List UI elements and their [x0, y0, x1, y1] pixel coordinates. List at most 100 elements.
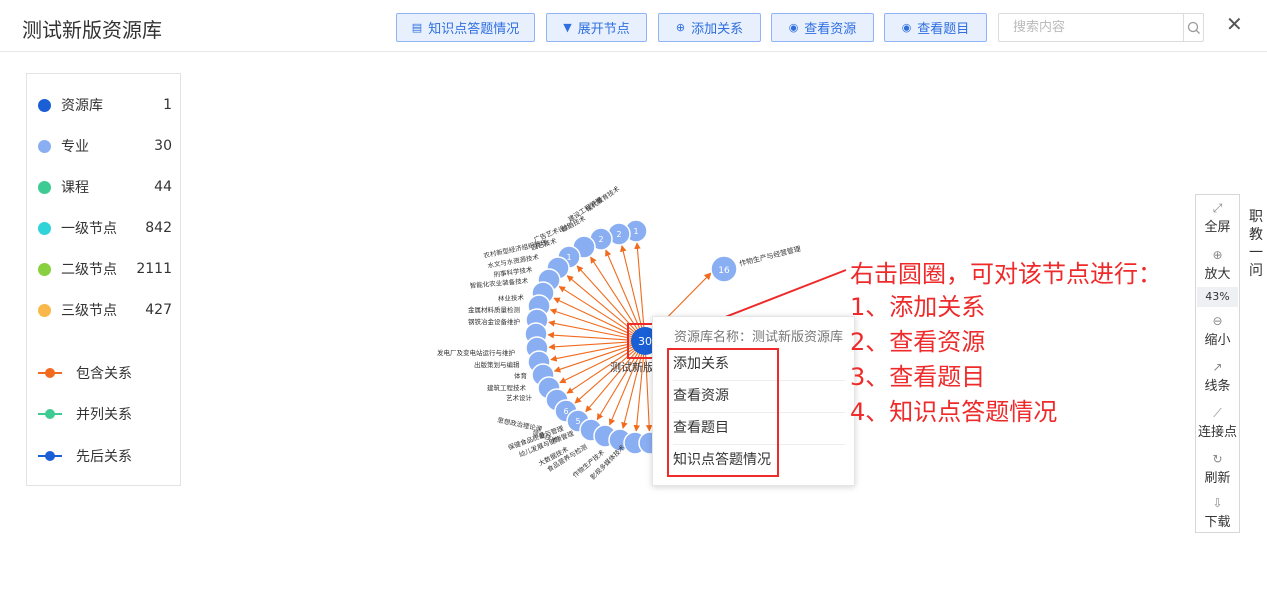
refresh-label: 刷新	[1204, 471, 1231, 486]
zoom-in-label: 放大	[1204, 267, 1231, 282]
page-title: 测试新版资源库	[22, 18, 162, 42]
legend-label: 课程	[61, 180, 89, 196]
graph-toolbox: ⤢ 全屏 ⊕ 放大 43% ⊖ 缩小 ↗ 线条 ⟋ 连接点 ↻ 刷新 ⇩ 下载	[1195, 194, 1240, 533]
major-node-count: 2	[598, 235, 603, 244]
major-node-count: 1	[633, 227, 638, 236]
expand-node-label: 展开节点	[577, 22, 630, 37]
outlier-node[interactable]	[710, 255, 738, 283]
outlier-label: 作物生产与经营管理	[738, 244, 801, 268]
legend-item-contain[interactable]: 包含关系	[27, 361, 182, 385]
legend-item-major[interactable]: 专业 30	[27, 134, 182, 158]
connector-button[interactable]: ⟋ 连接点	[1196, 405, 1239, 440]
sequence-line-icon	[38, 450, 62, 462]
legend-count: 30	[154, 138, 172, 154]
fullscreen-button[interactable]: ⤢ 全屏	[1196, 200, 1239, 235]
menu-item-view-resource[interactable]: 查看资源	[673, 380, 845, 411]
contain-edge	[644, 340, 653, 432]
fullscreen-label: 全屏	[1204, 220, 1231, 235]
search-box	[998, 13, 1204, 42]
view-resource-label: 查看资源	[804, 22, 857, 37]
major-dot	[38, 139, 51, 153]
legend-item-library[interactable]: 资源库 1	[27, 93, 182, 117]
zoom-out-button[interactable]: ⊖ 缩小	[1196, 313, 1239, 348]
view-resource-button[interactable]: ◉ 查看资源	[771, 13, 874, 42]
header-bar: 测试新版资源库 ▤ 知识点答题情况 ▼ 展开节点 ⊕ 添加关系 ◉ 查看资源 ◉…	[0, 0, 1267, 52]
refresh-button[interactable]: ↻ 刷新	[1196, 451, 1239, 486]
legend-label: 包含关系	[76, 366, 132, 382]
major-node-label: 钢铁冶金设备维护	[468, 317, 520, 326]
line-icon: ↗	[1212, 360, 1223, 374]
center-count: 30	[638, 335, 652, 348]
annotation-line-5: 4、知识点答题情况	[850, 398, 1058, 426]
menu-item-add-relation[interactable]: 添加关系	[673, 356, 729, 372]
contain-edge	[559, 340, 646, 384]
contain-edge	[549, 308, 646, 342]
legend-count: 842	[145, 220, 172, 236]
legend-item-parallel[interactable]: 并列关系	[27, 402, 182, 426]
legend-label: 三级节点	[61, 303, 117, 319]
legend-item-sequence[interactable]: 先后关系	[27, 444, 182, 468]
zoom-in-icon: ⊕	[1212, 248, 1223, 262]
annotation-line-1: 右击圆圈，可对该节点进行：	[850, 260, 1162, 288]
expand-node-button[interactable]: ▼ 展开节点	[546, 13, 647, 42]
legend-count: 2111	[136, 261, 172, 277]
fullscreen-icon: ⤢	[1212, 201, 1223, 215]
download-label: 下载	[1204, 515, 1231, 530]
major-node-count: 6	[563, 407, 568, 416]
legend-count: 427	[145, 302, 172, 318]
side-tab-char: 教	[1249, 227, 1263, 243]
zoom-in-button[interactable]: ⊕ 放大	[1196, 247, 1239, 282]
legend-item-level3[interactable]: 三级节点 427	[27, 298, 182, 322]
download-button[interactable]: ⇩ 下载	[1196, 495, 1239, 530]
document-icon: ▤	[411, 21, 423, 34]
parallel-line-icon	[38, 408, 62, 420]
graph-canvas[interactable]	[20, 52, 1246, 600]
contain-edge	[576, 265, 646, 342]
side-tab[interactable]: 职 教 一 问	[1249, 208, 1265, 280]
major-node-label: 出版策划与编辑	[474, 360, 520, 369]
view-question-button[interactable]: ◉ 查看题目	[884, 13, 987, 42]
view-question-label: 查看题目	[917, 22, 970, 37]
contain-edge	[553, 297, 646, 342]
context-menu: 资源库名称：测试新版资源库 添加关系 查看资源 查看题目 知识点答题情况	[652, 316, 855, 486]
contain-edge	[596, 340, 646, 421]
legend-label: 二级节点	[61, 262, 117, 278]
legend-panel: 资源库 1 专业 30 课程 44 一级节点 842 二级节点 2111 三级节…	[26, 73, 181, 486]
legend-label: 并列关系	[76, 407, 132, 423]
contain-edge	[608, 340, 646, 426]
legend-item-level1[interactable]: 一级节点 842	[27, 216, 182, 240]
major-node-label: 体育	[514, 371, 528, 380]
contain-line-icon	[38, 367, 62, 379]
knowledge-answer-button[interactable]: ▤ 知识点答题情况	[396, 13, 535, 42]
side-tab-char: 一	[1249, 245, 1263, 261]
refresh-icon: ↻	[1212, 452, 1223, 466]
context-menu-title: 资源库名称：测试新版资源库	[674, 330, 844, 345]
search-icon	[1187, 21, 1200, 34]
contain-edge	[605, 249, 646, 342]
legend-item-course[interactable]: 课程 44	[27, 175, 182, 199]
major-node-count: 2	[616, 230, 621, 239]
edge-group	[547, 242, 653, 432]
annotation-line-4: 3、查看题目	[850, 363, 986, 391]
major-node-label: 发电厂及变电站运行与维护	[437, 348, 515, 357]
level2-dot	[38, 262, 51, 276]
legend-item-level2[interactable]: 二级节点 2111	[27, 257, 182, 281]
level1-dot	[38, 221, 51, 235]
menu-item-view-question[interactable]: 查看题目	[673, 412, 845, 443]
line-button[interactable]: ↗ 线条	[1196, 359, 1239, 394]
legend-label: 专业	[61, 139, 89, 155]
add-relation-button[interactable]: ⊕ 添加关系	[658, 13, 761, 42]
major-node-label: 艺术设计	[506, 393, 533, 402]
knowledge-answer-label: 知识点答题情况	[428, 22, 520, 37]
side-tab-char: 职	[1249, 209, 1263, 225]
level3-dot	[38, 303, 51, 317]
search-input[interactable]	[999, 14, 1183, 41]
menu-item-knowledge-answer[interactable]: 知识点答题情况	[673, 444, 845, 475]
connector-label: 连接点	[1197, 425, 1237, 440]
plus-circle-icon: ⊕	[675, 21, 686, 34]
major-node-label: 建筑工程技术	[487, 383, 527, 392]
search-button[interactable]	[1183, 14, 1203, 41]
eye-icon: ◉	[788, 21, 799, 34]
close-icon[interactable]: ✕	[1226, 12, 1243, 36]
